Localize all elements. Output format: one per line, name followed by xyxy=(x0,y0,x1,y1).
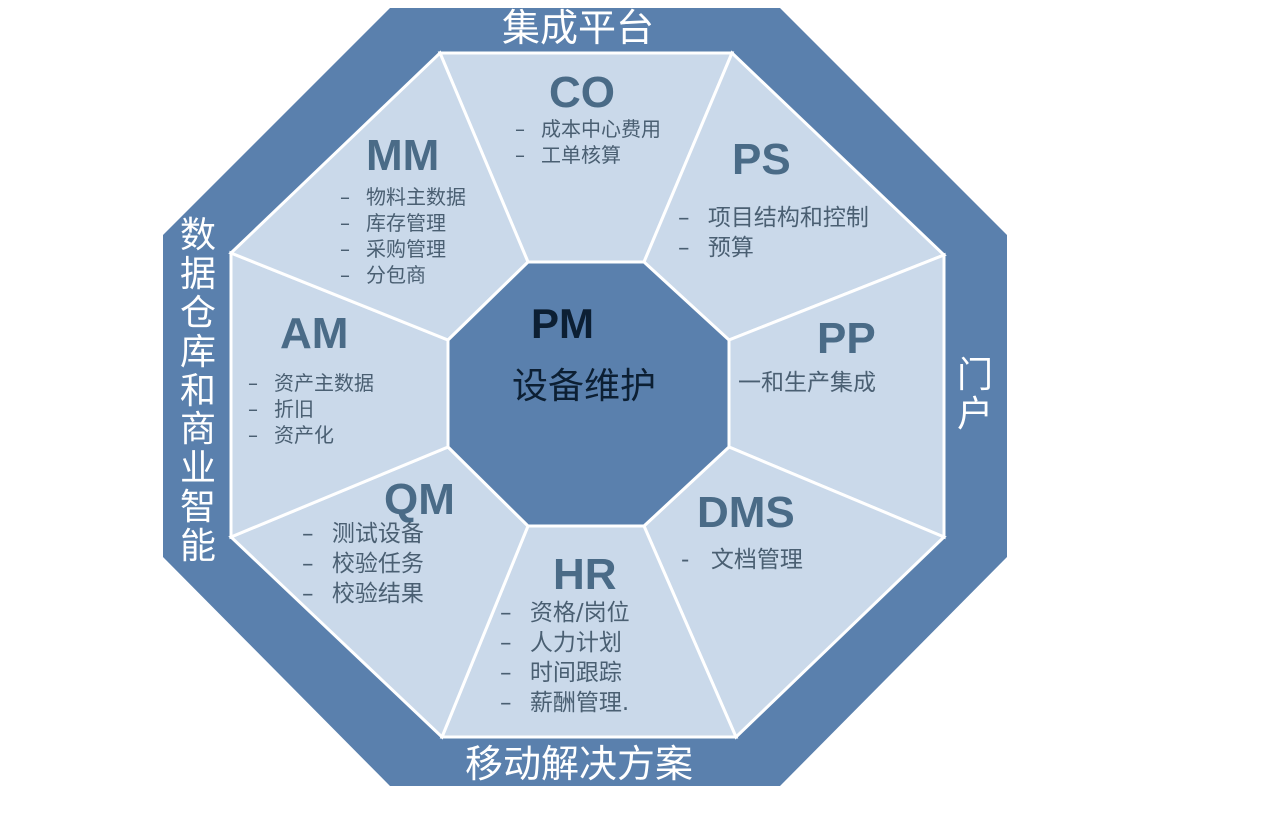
edge-label-right: 门 户 xyxy=(956,355,993,435)
module-list-dms: -文档管理 xyxy=(681,546,803,576)
module-title-mm: MM xyxy=(366,131,440,180)
list-item: –校验任务 xyxy=(302,550,424,577)
edge-label-left: 数 据 仓 库 和 商 业 智 能 xyxy=(179,215,216,567)
module-title-hr: HR xyxy=(553,550,617,599)
list-item: –资格/岗位 xyxy=(500,600,630,626)
module-list-ps: –项目结构和控制 –预算 xyxy=(678,204,869,264)
edge-label-top: 集成平台 xyxy=(502,6,655,50)
center-octagon xyxy=(446,260,731,528)
list-item: -文档管理 xyxy=(681,547,803,573)
module-title-pp: PP xyxy=(817,314,876,363)
list-item: 一和生产集成 xyxy=(738,370,876,396)
list-item: –物料主数据 xyxy=(340,185,466,209)
list-item: –资产主数据 xyxy=(248,371,374,395)
module-title-qm: QM xyxy=(384,475,455,524)
list-item: –库存管理 xyxy=(340,211,446,235)
module-title-ps: PS xyxy=(732,135,791,184)
list-item: –折旧 xyxy=(248,397,314,421)
list-item: –采购管理 xyxy=(340,237,446,261)
list-item: –成本中心费用 xyxy=(515,117,661,141)
list-item: –校验结果 xyxy=(302,580,424,607)
list-item: –分包商 xyxy=(340,263,426,287)
list-item: –时间跟踪 xyxy=(500,659,622,686)
module-list-mm: –物料主数据 –库存管理 –采购管理 –分包商 xyxy=(340,184,466,288)
list-item: –薪酬管理. xyxy=(500,689,630,716)
module-title-co: CO xyxy=(549,68,615,117)
module-list-qm: –测试设备 –校验任务 –校验结果 xyxy=(302,520,424,610)
list-item: –人力计划 xyxy=(500,629,622,656)
center-subtitle: 设备维护 xyxy=(512,366,657,407)
module-list-hr: –资格/岗位 –人力计划 –时间跟踪 –薪酬管理. xyxy=(500,599,630,719)
list-item: –项目结构和控制 xyxy=(678,205,869,231)
list-item: –资产化 xyxy=(248,423,334,447)
center-title: PM xyxy=(531,300,594,347)
module-list-am: –资产主数据 –折旧 –资产化 xyxy=(248,370,374,448)
module-list-co: –成本中心费用 –工单核算 xyxy=(515,116,661,168)
module-title-am: AM xyxy=(280,309,349,358)
list-item: –测试设备 xyxy=(302,521,424,547)
module-title-dms: DMS xyxy=(697,488,795,537)
list-item: –预算 xyxy=(678,234,754,261)
list-item: –工单核算 xyxy=(515,143,621,167)
edge-label-bottom: 移动解决方案 xyxy=(465,742,694,786)
module-list-pp: 一和生产集成 xyxy=(738,369,876,399)
